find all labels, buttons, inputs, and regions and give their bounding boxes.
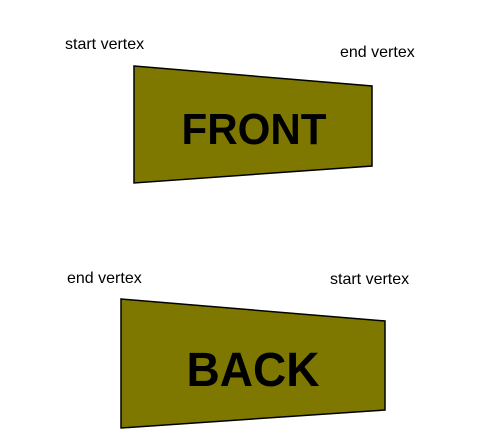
back-face-group: BACK bbox=[120, 298, 386, 429]
front-end-vertex-label: end vertex bbox=[340, 44, 415, 61]
front-face-group: FRONT bbox=[133, 65, 373, 184]
back-face-quad bbox=[120, 298, 386, 429]
front-start-vertex-label: start vertex bbox=[65, 36, 145, 53]
front-face-quad bbox=[133, 65, 373, 184]
back-face-label: BACK bbox=[187, 344, 320, 397]
front-face-label: FRONT bbox=[182, 105, 327, 154]
back-end-vertex-label: end vertex bbox=[67, 270, 142, 287]
back-start-vertex-label: start vertex bbox=[330, 271, 410, 288]
